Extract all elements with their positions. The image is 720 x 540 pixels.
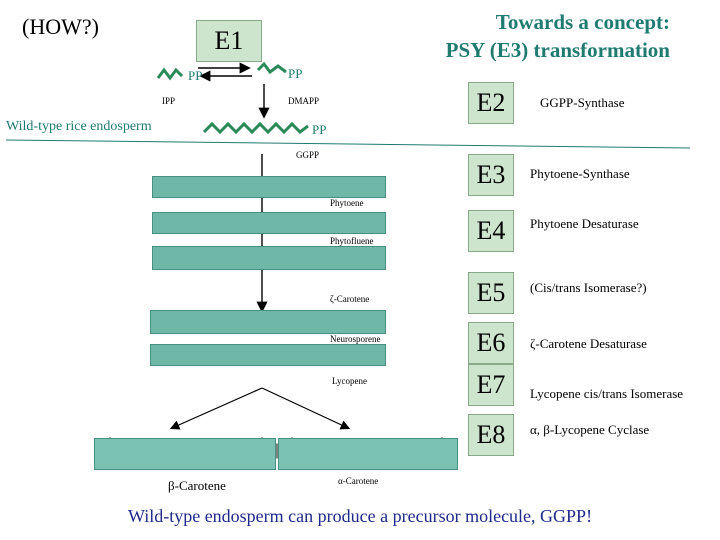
ggpp-label: GGPP xyxy=(296,150,320,160)
lycopene-label: Lycopene xyxy=(332,376,367,386)
enzyme-e5-name: (Cis/trans Isomerase?) xyxy=(530,280,647,295)
enzyme-e3-box: E3 xyxy=(468,154,514,196)
zeta-carotene-label: ζ-Carotene xyxy=(330,294,370,304)
enzyme-e2-name: GGPP-Synthase xyxy=(540,95,625,110)
enzyme-e7-box: E7 xyxy=(468,364,514,406)
ipp-molecule xyxy=(156,67,184,81)
beta-carotene-molecule xyxy=(94,438,276,470)
how-question: (HOW?) xyxy=(22,14,99,39)
neurosporene-label: Neurosporene xyxy=(330,334,381,344)
alpha-carotene-label: α-Carotene xyxy=(338,476,379,486)
neurosporene-molecule xyxy=(150,344,386,366)
alpha-carotene-arrow xyxy=(261,387,351,430)
phytoene-molecule xyxy=(152,176,386,198)
pp-left-label: PP xyxy=(188,68,203,83)
title-line-2: PSY (E3) transformation xyxy=(445,38,670,62)
ipp-label: IPP xyxy=(162,96,176,106)
enzyme-e4-box: E4 xyxy=(468,210,514,252)
alpha-carotene-molecule xyxy=(278,438,458,470)
pp-ggpp-label: PP xyxy=(312,122,327,137)
phytofluene-molecule-2 xyxy=(152,246,386,270)
slide-title: Towards a concept: PSY (E3) transformati… xyxy=(380,8,670,64)
enzyme-e5-box: E5 xyxy=(468,272,514,314)
phytofluene-label: Phytofluene xyxy=(330,236,374,246)
wild-type-divider xyxy=(5,139,691,149)
ggpp-molecule xyxy=(202,121,309,135)
enzyme-e7-name: Lycopene cis/trans Isomerase xyxy=(530,386,684,401)
enzyme-e6-box: E6 xyxy=(468,322,514,364)
beta-carotene-label: β-Carotene xyxy=(168,478,226,493)
title-line-1: Towards a concept: xyxy=(495,10,670,34)
pp-right-label: PP xyxy=(288,66,303,81)
wild-type-label: Wild-type rice endosperm xyxy=(6,119,152,134)
phytoene-label: Phytoene xyxy=(330,198,364,208)
enzyme-e2-box: E2 xyxy=(468,82,514,124)
enzyme-e1-box: E1 xyxy=(196,20,262,62)
dmapp-molecule xyxy=(256,61,287,75)
enzyme-e8-box: E8 xyxy=(468,414,514,456)
phytofluene-molecule xyxy=(152,212,386,234)
zeta-carotene-molecule xyxy=(150,310,386,334)
dmapp-label: DMAPP xyxy=(288,96,320,106)
footer-caption: Wild-type endosperm can produce a precur… xyxy=(127,506,593,526)
beta-carotene-arrow xyxy=(169,387,263,430)
enzyme-e8-name: α, β-Lycopene Cyclase xyxy=(530,422,650,437)
enzyme-e6-name: ζ-Carotene Desaturase xyxy=(530,336,647,351)
enzyme-e4-name: Phytoene Desaturase xyxy=(530,216,639,231)
enzyme-e3-name: Phytoene-Synthase xyxy=(530,166,630,181)
